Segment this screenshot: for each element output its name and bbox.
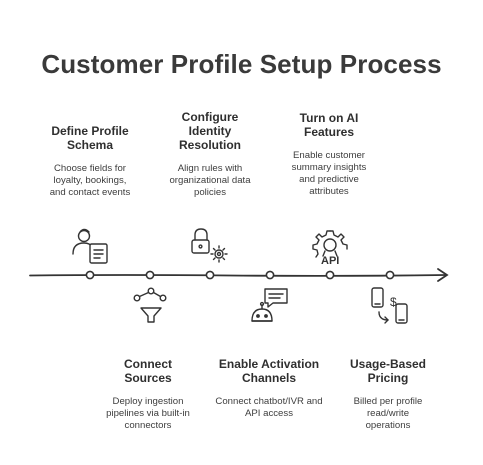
- step-3-description: Align rules with organizational data pol…: [169, 163, 251, 198]
- lock-gear-icon: [191, 228, 228, 263]
- step-1-description: Choose fields for loyalty, bookings, and…: [49, 163, 131, 198]
- step-4-description: Connect chatbot/IVR and API access: [215, 396, 323, 419]
- network-funnel-icon: [133, 287, 167, 323]
- step-2-description: Deploy ingestion pipelines via built-in …: [106, 396, 190, 431]
- page-title: Customer Profile Setup Process: [41, 49, 442, 79]
- gear-api-icon: API: [312, 230, 348, 267]
- step-5-title: Turn on AI Features: [299, 111, 359, 139]
- timeline-node-5: [325, 270, 335, 280]
- timeline-node-1: [85, 270, 95, 280]
- step-1-title: Define Profile Schema: [51, 124, 129, 152]
- step-6-title: Usage-Based Pricing: [349, 357, 427, 385]
- chatbot-icon: [251, 288, 288, 322]
- timeline-node-3: [205, 270, 215, 280]
- step-2-title: Connect Sources: [124, 357, 172, 385]
- user-form-icon: [72, 228, 108, 264]
- timeline-node-4: [265, 270, 275, 280]
- step-3-title: Configure Identity Resolution: [179, 110, 241, 152]
- svg-text:API: API: [321, 255, 339, 267]
- timeline-node-6: [385, 270, 395, 280]
- phone-dollar-icon: $: [371, 287, 408, 324]
- step-6-description: Billed per profile read/write operations: [353, 396, 423, 431]
- svg-text:$: $: [390, 295, 397, 309]
- timeline-node-2: [145, 270, 155, 280]
- step-5-description: Enable customer summary insights and pre…: [291, 150, 367, 197]
- step-4-title: Enable Activation Channels: [218, 357, 320, 385]
